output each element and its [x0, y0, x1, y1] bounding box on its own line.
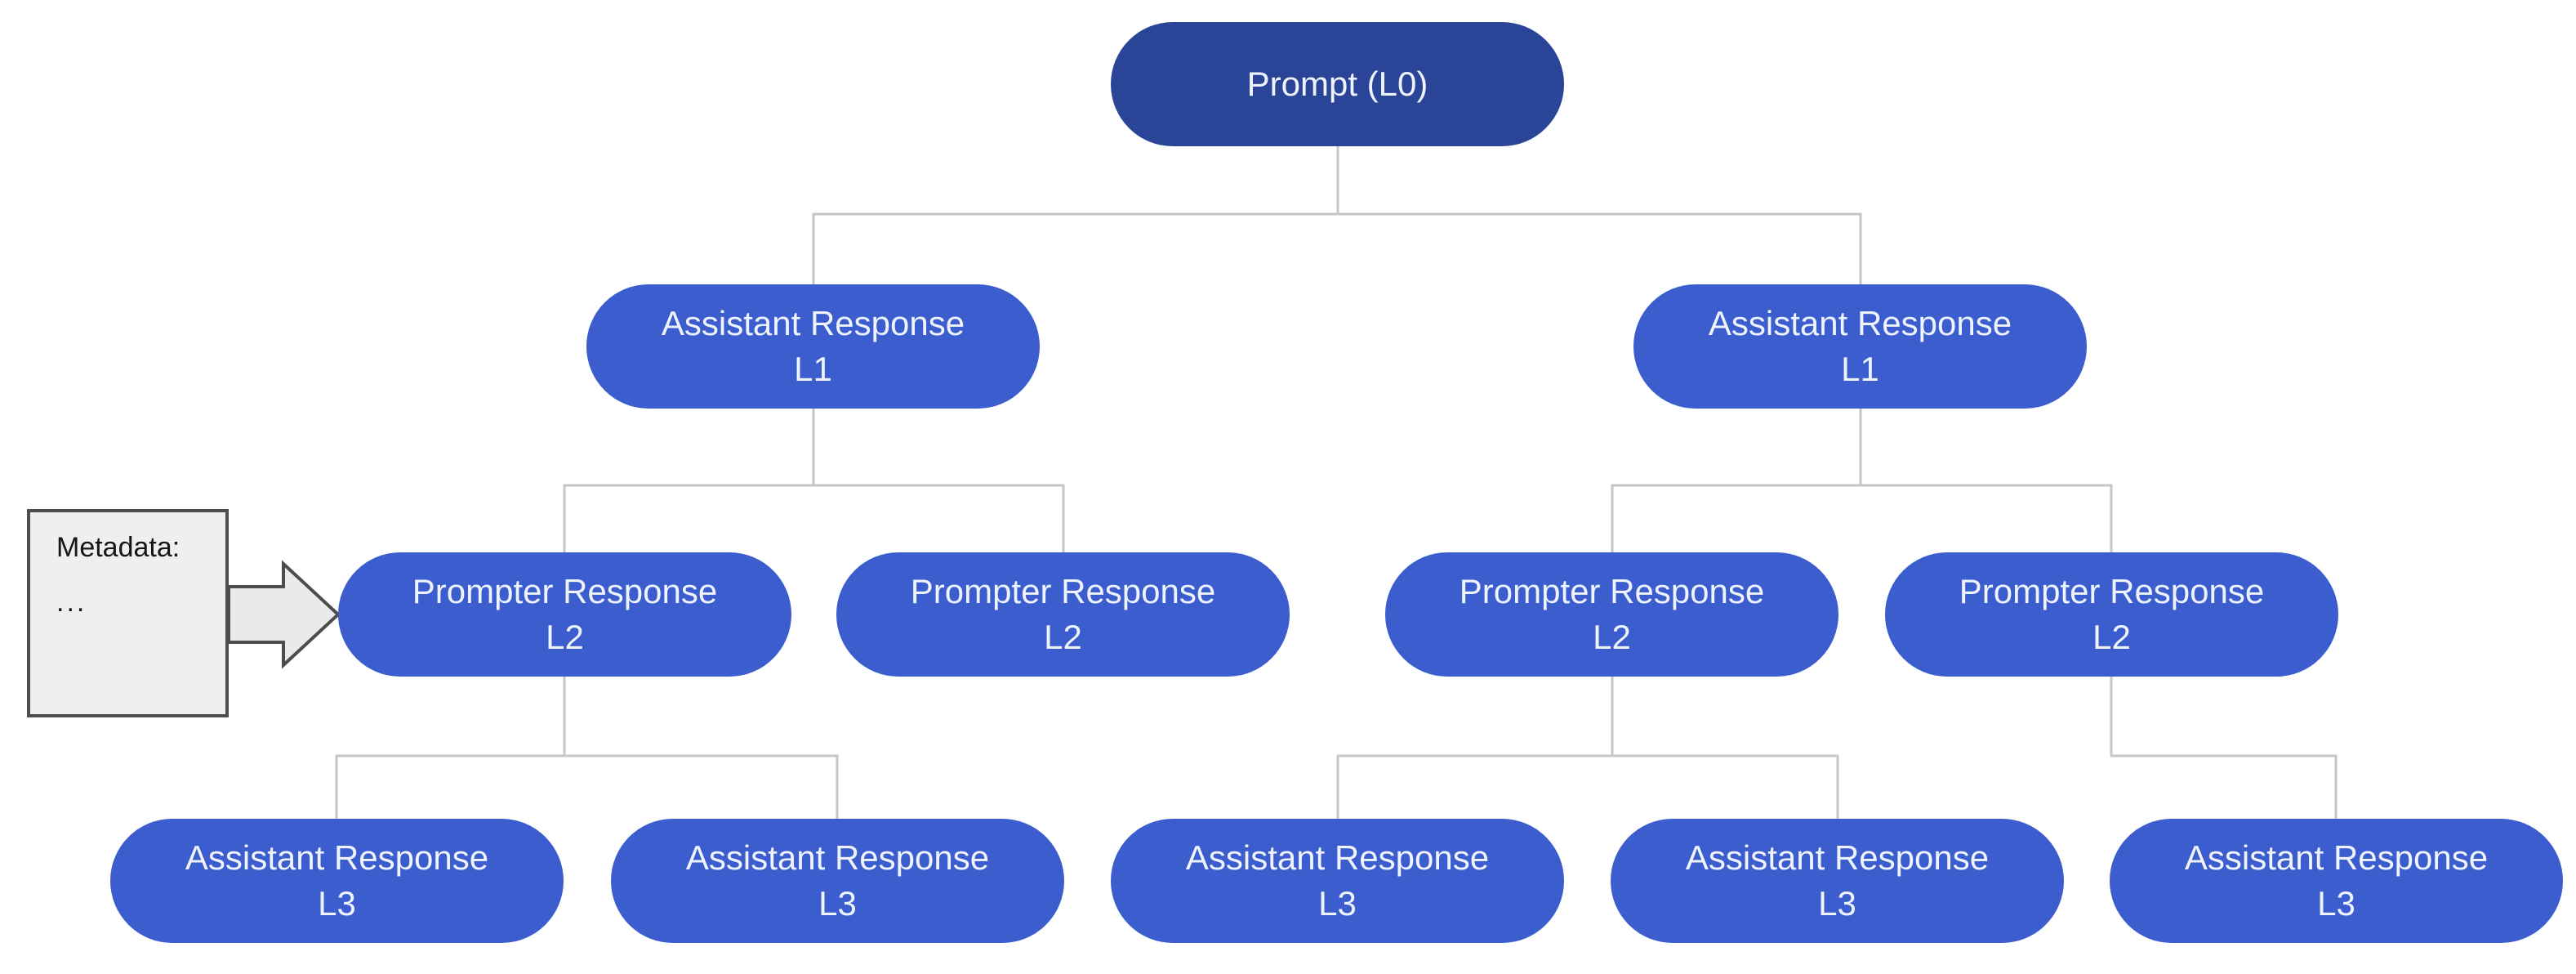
node-label: L2 [1593, 618, 1631, 656]
node-label: Assistant Response [185, 838, 489, 877]
node-assistant-response-l1-2: Assistant Response L1 [1633, 284, 2087, 409]
connector-l0-l1 [812, 146, 1862, 284]
node-assistant-response-l3-4: Assistant Response L3 [1611, 819, 2064, 943]
node-label: L3 [2317, 884, 2355, 923]
metadata-callout-body: ... [56, 587, 87, 618]
node-prompter-response-l2-2: Prompter Response L2 [836, 552, 1290, 677]
node-label: Prompter Response [1959, 572, 2265, 610]
node-assistant-response-l3-5: Assistant Response L3 [2110, 819, 2563, 943]
node-label: Assistant Response [661, 304, 965, 342]
node-label: L3 [1318, 884, 1357, 923]
metadata-arrow-icon [227, 560, 341, 669]
node-label: L2 [546, 618, 584, 656]
connector-l1a-l2 [563, 409, 1065, 552]
node-assistant-response-l3-1: Assistant Response L3 [110, 819, 564, 943]
connector-l2c-l3 [1336, 677, 1839, 819]
node-label: L1 [1841, 350, 1879, 388]
node-label: Assistant Response [685, 838, 990, 877]
node-label: L3 [318, 884, 356, 923]
node-label: Assistant Response [2184, 838, 2489, 877]
node-label: L3 [1818, 884, 1856, 923]
node-label: Prompt (L0) [1246, 65, 1428, 103]
node-label: Assistant Response [1185, 838, 1490, 877]
node-prompter-response-l2-4: Prompter Response L2 [1885, 552, 2338, 677]
node-label: Prompter Response [412, 572, 718, 610]
node-label: Assistant Response [1708, 304, 2012, 342]
node-label: L3 [818, 884, 857, 923]
node-assistant-response-l3-3: Assistant Response L3 [1111, 819, 1564, 943]
node-prompt-l0: Prompt (L0) [1111, 22, 1564, 146]
connector-l2a-l3 [335, 677, 839, 819]
node-label: L2 [1044, 618, 1082, 656]
node-assistant-response-l1-1: Assistant Response L1 [586, 284, 1040, 409]
node-prompter-response-l2-3: Prompter Response L2 [1385, 552, 1838, 677]
node-label: L2 [2092, 618, 2131, 656]
node-label: Prompter Response [1459, 572, 1765, 610]
node-assistant-response-l3-2: Assistant Response L3 [611, 819, 1064, 943]
node-prompter-response-l2-1: Prompter Response L2 [338, 552, 791, 677]
connector-l2d-l3 [2110, 677, 2338, 819]
connector-l1b-l2 [1611, 409, 2113, 552]
metadata-callout: Metadata: ... [27, 509, 229, 717]
node-label: L1 [794, 350, 832, 388]
metadata-callout-title: Metadata: [56, 532, 180, 563]
node-label: Assistant Response [1685, 838, 1990, 877]
node-label: Prompter Response [910, 572, 1216, 610]
